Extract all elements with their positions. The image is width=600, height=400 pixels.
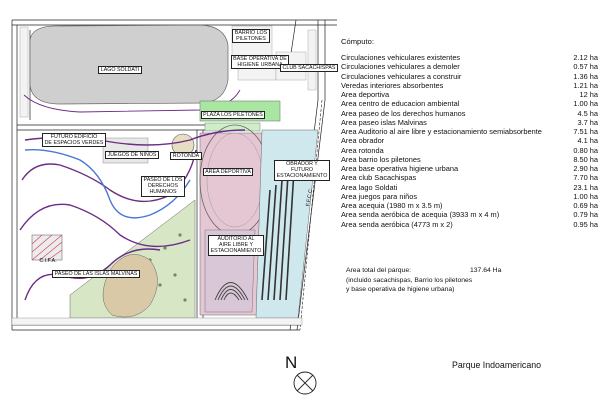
computo-row: Area paseo islas Malvinas 3.7 ha: [341, 118, 598, 127]
computo-row-value: 0.57 ha: [573, 62, 598, 72]
computo-row-label: Area senda aeróbica de acequia (3933 m x…: [341, 210, 500, 220]
computo-row-value: 7.70 ha: [573, 173, 598, 183]
computo-row-label: Circulaciones vehiculares existentes: [341, 53, 461, 62]
computo-row: Circulaciones vehiculares a demoler 0.57 …: [341, 62, 598, 71]
computo-row: Area Auditorio al aire libre y estaciona…: [341, 127, 598, 136]
acequia-channel: [24, 149, 191, 219]
computo-row: Area barrio los piletones 8.50 ha: [341, 155, 598, 164]
computo-row-label: Area juegos para niños: [341, 191, 418, 201]
label-futuro-edificio: FUTURO EDIFICIO DE ESPACIOS VERDES: [40, 133, 108, 148]
computo-row-label: Circulaciones vehiculares a construir: [341, 71, 462, 81]
computo-row-label: Area paseo islas Malvinas: [341, 117, 427, 127]
computo-row-label: Circulaciones vehiculares a demoler: [341, 62, 460, 72]
label-paseo-islas-malvinas: PASEO DE LAS ISLAS MALVINAS: [50, 270, 142, 279]
computo-row: Area lago Soldati 23.1 ha: [341, 183, 598, 192]
computo-row-value: 4.1 ha: [577, 136, 598, 146]
computo-row-label: Area senda aeróbica (4773 m x 2): [341, 219, 453, 229]
total-area-block: Area total del parque: 137.64 Ha (inclui…: [346, 266, 501, 295]
computo-row-value: 7.51 ha: [573, 127, 598, 136]
computo-row-value: 3.7 ha: [577, 117, 598, 127]
label-club-sacachispas: CLUB SACACHISPAS: [280, 64, 338, 73]
computo-row: Area senda aeróbica de acequia (3933 m x…: [341, 210, 598, 219]
computo-row-value: 23.1 ha: [573, 182, 598, 192]
label-barrio-los-piletones: BARRIO LOS PILETONES: [226, 29, 276, 44]
computo-row-value: 1.36 ha: [573, 71, 598, 81]
computo-row: Area centro de educacion ambiental 1.00 h…: [341, 99, 598, 108]
computo-row-value: 0.95 ha: [573, 219, 598, 229]
label-cifa: C.I.F.A.: [39, 258, 57, 264]
computo-row-value: 1.21 ha: [573, 80, 598, 90]
north-label: N: [285, 353, 298, 372]
computo-row-value: 12 ha: [579, 90, 599, 99]
computo-row: Area senda aeróbica (4773 m x 2) 0.95 ha: [341, 220, 598, 229]
computo-row-label: Area obrador: [341, 136, 385, 146]
computo-row-label: Area lago Soldati: [341, 182, 398, 192]
computo-row: Area base operativa higiene urbana 2.90 h…: [341, 164, 598, 173]
computo-row: Area acequia (1980 m x 3.5 m) 0.69 ha: [341, 201, 598, 210]
label-auditorio: AUDITORIO AL AIRE LIBRE Y ESTACIONAMIENT…: [208, 235, 264, 256]
computo-row-value: 1.00 ha: [573, 191, 598, 201]
computo-row-label: Area paseo de los derechos humanos: [341, 108, 466, 118]
computo-row: Circulaciones vehiculares existentes 2.12…: [341, 53, 598, 62]
railway-line: [299, 99, 323, 331]
lago-soldati-water: [29, 24, 229, 105]
computo-row-value: 1.00 ha: [573, 99, 598, 109]
park-title: Parque Indoamericano: [452, 360, 542, 370]
computo-row: Area club Sacachispas 7.70 ha: [341, 173, 598, 182]
computo-row-value: 0.69 ha: [573, 201, 598, 210]
auditorio-seating: [214, 282, 249, 301]
computo-title: Cómputo:: [341, 37, 374, 46]
computo-row: Circulaciones vehiculares a construir 1.3…: [341, 72, 598, 81]
computo-row: Area deportiva 12 ha: [341, 90, 598, 99]
computo-row: Area obrador 4.1 ha: [341, 136, 598, 145]
compass-icon: [293, 371, 317, 395]
computo-row-label: Area centro de educacion ambiental: [341, 99, 460, 109]
lago-soldati-shore: [23, 89, 241, 113]
computo-row-label: Area base operativa higiene urbana: [341, 164, 459, 173]
total-label: Area total del parque:: [346, 267, 411, 274]
label-obrador: OBRADOR Y FUTURO ESTACIONAMIENTO: [272, 160, 332, 181]
cifa-hatch: [31, 234, 63, 261]
label-rotonda: ROTONDA: [168, 152, 204, 161]
computo-row-label: Area rotonda: [341, 145, 384, 155]
computo-row-label: Area barrio los piletones: [341, 154, 421, 164]
label-lago-soldati: LAGO SOLDATI: [90, 66, 150, 75]
label-plaza-los-piletones: PLAZA LOS PILETONES: [196, 111, 270, 120]
computo-row: Veredas interiores absorbentes 1.21 ha: [341, 81, 598, 90]
computo-row-label: Area acequia (1980 m x 3.5 m): [341, 201, 443, 210]
computo-row-value: 4.5 ha: [577, 108, 598, 118]
bottom-avenue-strip: [11, 317, 303, 326]
computo-row: Area rotonda 0.80 ha: [341, 146, 598, 155]
label-juegos-de-ninos: JUEGOS DE NIÑOS: [104, 151, 160, 160]
label-area-deportiva: AREA DEPORTIVA: [202, 168, 254, 177]
computo-row-label: Area club Sacachispas: [341, 173, 417, 183]
computo-row: Area juegos para niños 1.00 ha: [341, 192, 598, 201]
computo-row-label: Area deportiva: [341, 90, 390, 99]
computo-row-value: 2.90 ha: [573, 164, 598, 173]
computo-row-value: 2.12 ha: [573, 53, 598, 62]
label-paseo-derechos-humanos: PASEO DE LOS DERECHOS HUMANOS: [140, 176, 186, 197]
total-note: (incluido sacachispas, Barrio los pileto…: [346, 276, 473, 294]
computo-row-label: Veredas interiores absorbentes: [341, 80, 444, 90]
computo-row-value: 0.79 ha: [573, 210, 598, 220]
computo-row-value: 0.80 ha: [573, 145, 598, 155]
label-base-operativa: BASE OPERATIVA DE HIGIENE URBANA: [230, 55, 290, 70]
computo-row-label: Area Auditorio al aire libre y estaciona…: [341, 127, 542, 136]
total-value: 137.64 Ha: [470, 267, 502, 274]
computo-row-value: 8.50 ha: [573, 154, 598, 164]
computo-row: Area paseo de los derechos humanos 4.5 ha: [341, 109, 598, 118]
parking-rows: [261, 169, 295, 301]
